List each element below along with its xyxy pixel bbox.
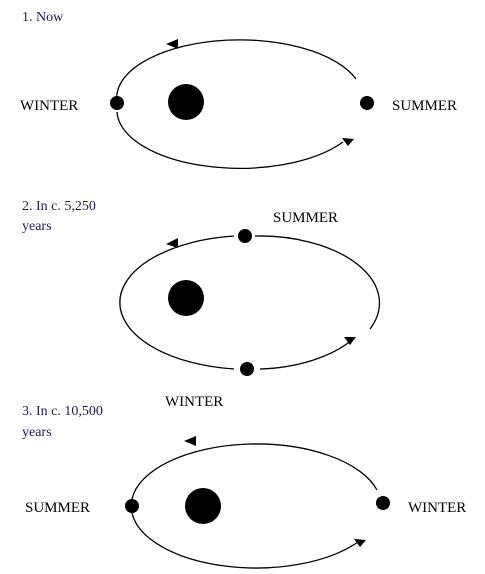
- panel-3-caption-line-1: 3. In c. 10,500: [22, 404, 103, 419]
- panel-2-orbit-arrowhead-top: [166, 238, 178, 248]
- panel-2-orbit-arrowhead-bottom: [344, 337, 356, 345]
- panel-3-left-label: SUMMER: [25, 500, 90, 516]
- panel-3-right-label: WINTER: [408, 500, 466, 516]
- panel-1-orbit-arrowhead-top: [166, 39, 178, 49]
- panel-3-earth-right-icon: [376, 496, 390, 510]
- panel-1-earth-left-icon: [110, 96, 124, 110]
- panel-2-sun-icon: [154, 266, 218, 330]
- panel-1: 1. Now WINTER SUMMER: [20, 10, 457, 168]
- panel-3-caption-line-2: years: [22, 425, 52, 440]
- panel-1-right-label: SUMMER: [392, 98, 457, 114]
- panel-1-orbit-arrowhead-bottom: [342, 138, 354, 146]
- panel-3-orbit-bottom-arc: [132, 513, 358, 568]
- panel-2-orbit-upper-right-arc: [255, 236, 379, 329]
- panel-3: 3. In c. 10,500 years SUMMER WINTER: [22, 404, 466, 568]
- panel-2-caption-line-1: 2. In c. 5,250: [22, 199, 96, 214]
- panel-3-orbit-arrowhead-top: [184, 436, 196, 446]
- panel-3-earth-left-icon: [125, 499, 139, 513]
- panel-2-top-label: SUMMER: [273, 210, 338, 226]
- panel-3-sun-icon: [171, 474, 235, 538]
- panel-1-left-label: WINTER: [20, 98, 78, 114]
- panel-2-orbit-lower-right-arc: [260, 340, 352, 369]
- panel-2-caption-line-2: years: [22, 219, 52, 234]
- panel-1-sun-icon: [154, 70, 218, 134]
- panel-2-bottom-label: WINTER: [165, 394, 223, 410]
- panel-1-caption: 1. Now: [22, 10, 64, 25]
- panel-2-earth-bottom-icon: [240, 362, 254, 376]
- panel-2: 2. In c. 5,250 years SUMMER WINTER: [22, 199, 379, 410]
- panel-1-orbit-top-arc: [117, 40, 356, 102]
- panel-2-earth-top-icon: [238, 229, 252, 243]
- panel-1-orbit-bottom-arc: [117, 112, 343, 168]
- panel-3-orbit-top-arc: [132, 444, 377, 499]
- panel-1-earth-right-icon: [360, 96, 374, 110]
